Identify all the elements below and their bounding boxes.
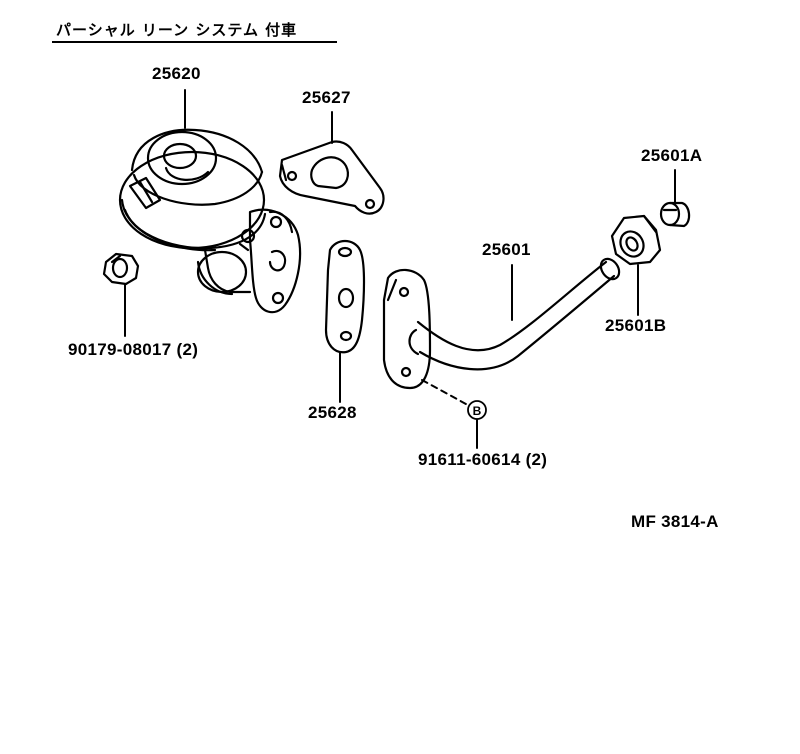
diagram-title: パーシャル リーン システム 付車 — [56, 21, 298, 39]
nut-90179 — [102, 252, 140, 286]
label-25620: 25620 — [152, 64, 201, 83]
label-25627: 25627 — [302, 88, 351, 107]
marker-b-text: B — [473, 404, 482, 418]
label-25601B: 25601B — [605, 316, 667, 335]
label-25601A: 25601A — [641, 146, 703, 165]
bracket-25627 — [278, 140, 385, 215]
label-25601: 25601 — [482, 240, 531, 259]
sleeve-25601A — [659, 201, 691, 228]
drawing-id: MF 3814-A — [631, 512, 719, 531]
pipe-25601 — [382, 257, 621, 390]
gasket-25628 — [324, 239, 366, 354]
label-90179-08017: 90179-08017 (2) — [68, 340, 199, 359]
label-91611-60614: 91611-60614 (2) — [418, 450, 548, 469]
label-25628: 25628 — [308, 403, 357, 422]
egr-valve-25620 — [118, 128, 302, 314]
nut-25601B — [610, 214, 662, 266]
title-underline — [52, 41, 337, 43]
